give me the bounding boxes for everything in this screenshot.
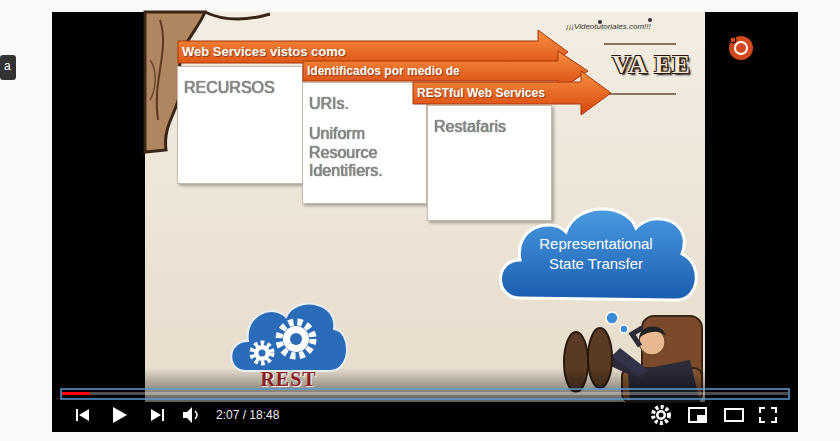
- player-frame: [52, 12, 798, 432]
- body-text: RECURSOS: [184, 79, 296, 97]
- cloud-text: Representational State Transfer: [490, 198, 702, 273]
- channel-icon: [729, 36, 753, 60]
- header-text: Identificados por medio de: [307, 61, 460, 81]
- watermark-url: ¡¡¡Videotutoriales.com!!!: [566, 22, 651, 31]
- slide-ground: [145, 12, 705, 402]
- side-tab: [0, 55, 16, 80]
- header-arrow: Identificados por medio de: [303, 61, 588, 81]
- rest-logo-cloud: REST: [226, 293, 351, 391]
- logo-text: VA EE: [612, 50, 691, 80]
- header-text: RESTful Web Services: [417, 82, 545, 104]
- header-arrow: RESTful Web Services: [413, 82, 611, 104]
- progress-bar: [61, 389, 789, 399]
- player-buttons: [76, 407, 776, 423]
- logo-word: REST: [226, 293, 351, 389]
- gear-cloud-icon: [226, 293, 351, 375]
- body-text: Restafaris: [434, 118, 545, 136]
- body-text: URIs.: [309, 95, 420, 113]
- resource-box: Web Services vistos comoRECURSOS: [177, 66, 303, 184]
- restful-box: RESTful Web ServicesRestafaris: [427, 105, 552, 221]
- header-text: Web Services vistos como: [182, 41, 346, 63]
- time-display: 2:07 / 18:48: [216, 408, 279, 422]
- cloud-shape: [490, 198, 702, 308]
- side-tab-letter: a: [4, 59, 11, 73]
- body-text: Uniform Resource Identifiers.: [309, 125, 420, 180]
- rest-definition-cloud: Representational State Transfer: [490, 198, 702, 308]
- header-arrow: Web Services vistos como: [178, 41, 568, 63]
- uri-box: Identificados por medio deURIs.Uniform R…: [302, 82, 427, 204]
- controls-shade: [52, 368, 798, 432]
